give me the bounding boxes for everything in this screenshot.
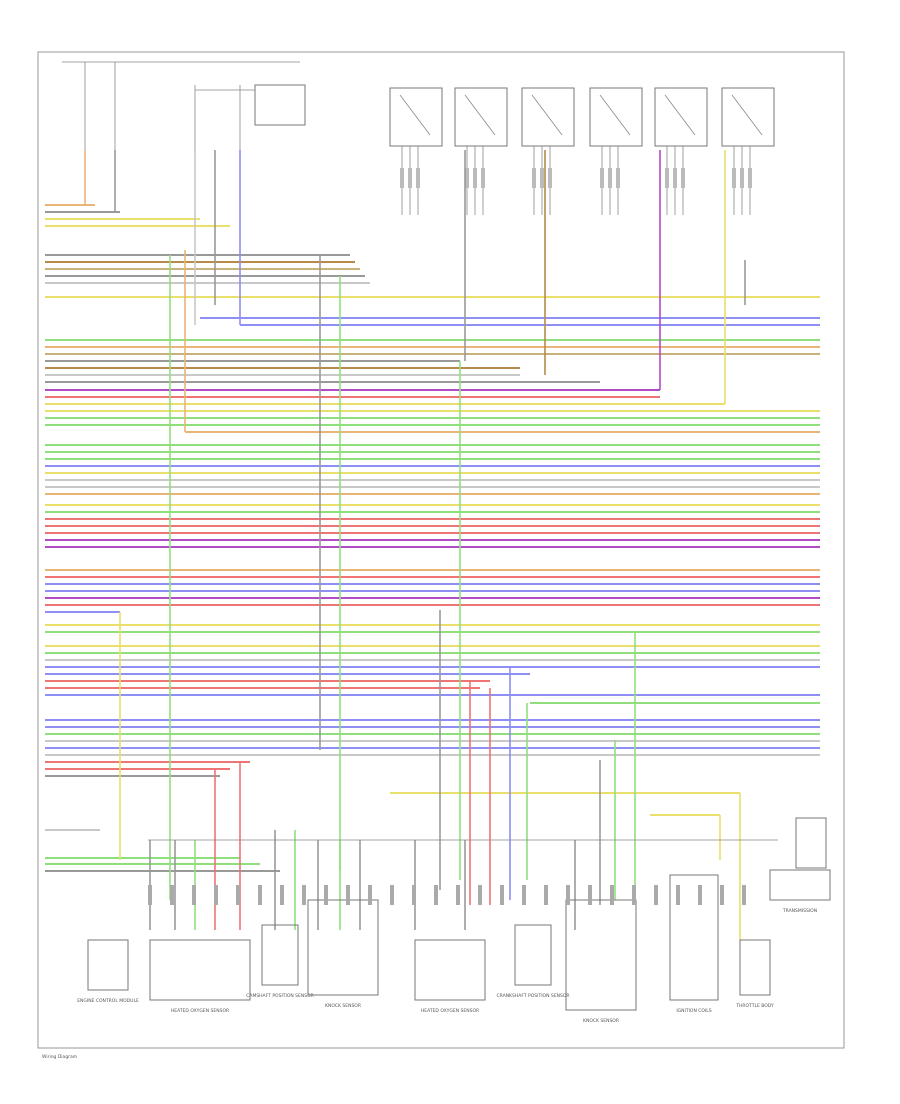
knock-sensor-2: KNOCK SENSOR	[565, 899, 637, 1024]
connector-pin	[676, 885, 680, 905]
connector-pin	[346, 885, 350, 905]
ignition-coil-1	[389, 87, 443, 215]
connector-pin	[170, 885, 174, 905]
connector-pin	[434, 885, 438, 905]
connector-pin	[654, 885, 658, 905]
ecm-connector	[795, 817, 827, 869]
connector-pin	[368, 885, 372, 905]
ignition-coil-6	[721, 87, 775, 215]
knock-sensor-1-label: KNOCK SENSOR	[325, 1003, 361, 1009]
crank-sensor-label: CRANKSHAFT POSITION SENSOR	[497, 993, 570, 999]
connector-pin	[214, 885, 218, 905]
connector-pin	[148, 885, 152, 905]
connector-pin	[610, 885, 614, 905]
connector-pin	[522, 885, 526, 905]
oxy-sensor-1: HEATED OXYGEN SENSOR	[149, 939, 251, 1014]
ignition-coil-4	[589, 87, 643, 215]
bottom-components: ENGINE CONTROL MODULE HEATED OXYGEN SENSO…	[77, 839, 831, 1024]
knock-sensor-1: KNOCK SENSOR	[307, 899, 379, 1009]
connector-pin	[698, 885, 702, 905]
connector-pin	[258, 885, 262, 905]
connector-pin	[632, 885, 636, 905]
ignition-coils-label: IGNITION COILS	[676, 1008, 711, 1014]
cam-sensor: CAMSHAFT POSITION SENSOR	[246, 924, 314, 999]
ignition-coil-3	[521, 87, 575, 215]
ecm-label: ENGINE CONTROL MODULE	[77, 998, 139, 1004]
connector-pin	[390, 885, 394, 905]
connector-pin	[720, 885, 724, 905]
connector-pin	[412, 885, 416, 905]
ignition-coils: IGNITION COILS	[669, 874, 719, 1014]
ignition-coil-2	[454, 87, 508, 215]
connector-pin	[280, 885, 284, 905]
throttle: THROTTLE BODY	[735, 939, 774, 1009]
oxy-sensor-2: HEATED OXYGEN SENSOR	[414, 939, 486, 1014]
connector-pin	[742, 885, 746, 905]
wire-bundle	[45, 204, 820, 872]
top-fuse-area	[62, 61, 306, 150]
ecm: ENGINE CONTROL MODULE	[77, 939, 139, 1004]
throttle-label: THROTTLE BODY	[735, 1003, 774, 1009]
knock-sensor-2-label: KNOCK SENSOR	[583, 1018, 619, 1024]
connector-pin	[236, 885, 240, 905]
transmission-label: TRANSMISSION	[782, 908, 817, 914]
connector-pin	[566, 885, 570, 905]
connector-pin	[324, 885, 328, 905]
ignition-coil-row	[389, 87, 775, 215]
connector-pin	[544, 885, 548, 905]
connector-pin	[500, 885, 504, 905]
connector-pin	[588, 885, 592, 905]
connector-pin	[456, 885, 460, 905]
connector-pin	[302, 885, 306, 905]
oxy-sensor-2-label: HEATED OXYGEN SENSOR	[421, 1008, 479, 1014]
oxy-sensor-1-label: HEATED OXYGEN SENSOR	[171, 1008, 229, 1014]
ignition-coil-5	[654, 87, 708, 215]
footer-code: Wiring Diagram	[42, 1054, 77, 1060]
crank-sensor: CRANKSHAFT POSITION SENSOR	[497, 924, 570, 999]
diagram-frame	[37, 51, 845, 1049]
connector-pin	[478, 885, 482, 905]
connector-pin	[192, 885, 196, 905]
cam-sensor-label: CAMSHAFT POSITION SENSOR	[246, 993, 314, 999]
transmission: TRANSMISSION	[769, 869, 831, 914]
